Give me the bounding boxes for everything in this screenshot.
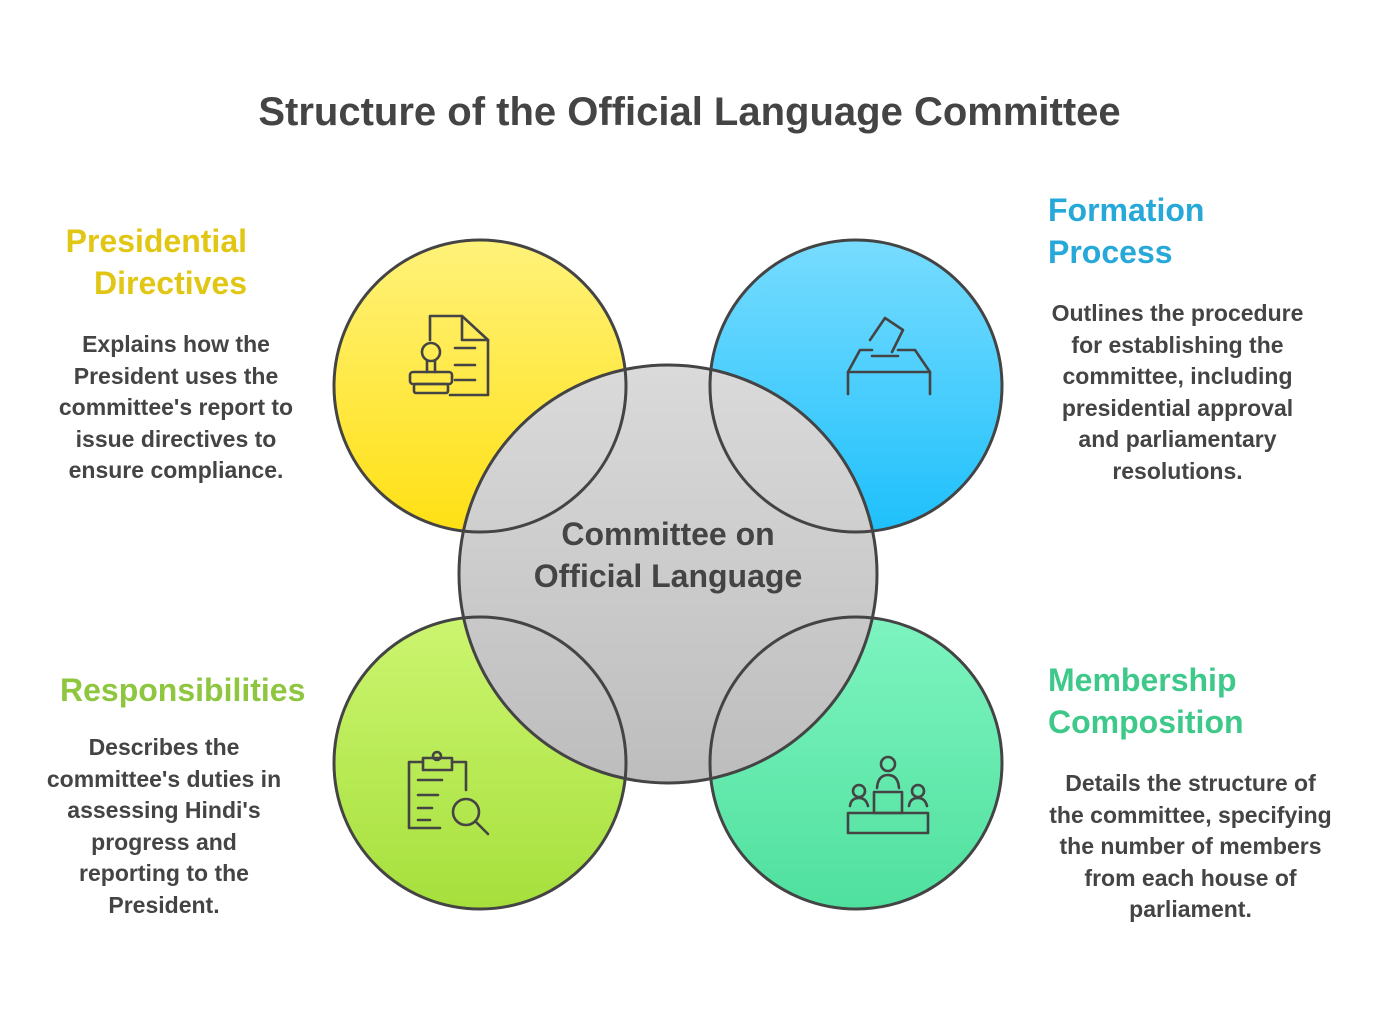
- responsibilities-description: Describes the committee's duties in asse…: [46, 734, 282, 918]
- ballot-box-icon: [846, 316, 932, 396]
- membership-description: Details the structure of the committee, …: [1049, 770, 1332, 922]
- center-label: Committee on Official Language: [533, 516, 803, 594]
- presidential-description: Explains how the President uses the comm…: [58, 331, 294, 483]
- presidential-heading: Presidential Directives: [65, 223, 247, 301]
- membership-heading: Membership Composition: [1048, 662, 1244, 740]
- responsibilities-heading: Responsibilities: [60, 672, 306, 708]
- formation-description: Outlines the procedure for establishing …: [1051, 300, 1304, 484]
- document-stamp-icon: [408, 314, 490, 397]
- podium-people-icon: [846, 755, 930, 835]
- page-title: Structure of the Official Language Commi…: [258, 90, 1121, 134]
- clipboard-search-icon: [407, 750, 490, 836]
- center-circle: [457, 363, 879, 785]
- formation-heading: Formation Process: [1048, 192, 1205, 270]
